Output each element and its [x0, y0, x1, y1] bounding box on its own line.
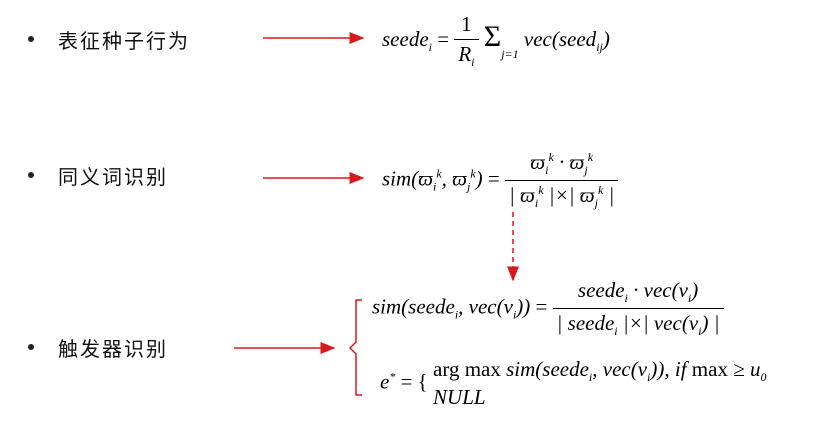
formula-trigger-sim: sim(seedei, vec(vi)) = seedei · vec(vi)|… [372, 278, 724, 339]
bullet-dot-1 [28, 36, 34, 42]
formula-synonym: sim(ϖik, ϖjk) = ϖik · ϖjk| ϖik |×| ϖjk | [382, 150, 619, 211]
bullet-label-1: 表征种子行为 [58, 29, 190, 53]
bullet-label-2: 同义词识别 [58, 165, 168, 189]
bullet-dot-2 [28, 172, 34, 178]
bullet-dot-3 [28, 344, 34, 350]
bullet-label-3: 触发器识别 [58, 337, 168, 361]
formula-trigger-e: e* = { arg max sim(seedei, vec(vi)), if … [380, 357, 767, 410]
bracket [348, 299, 362, 396]
